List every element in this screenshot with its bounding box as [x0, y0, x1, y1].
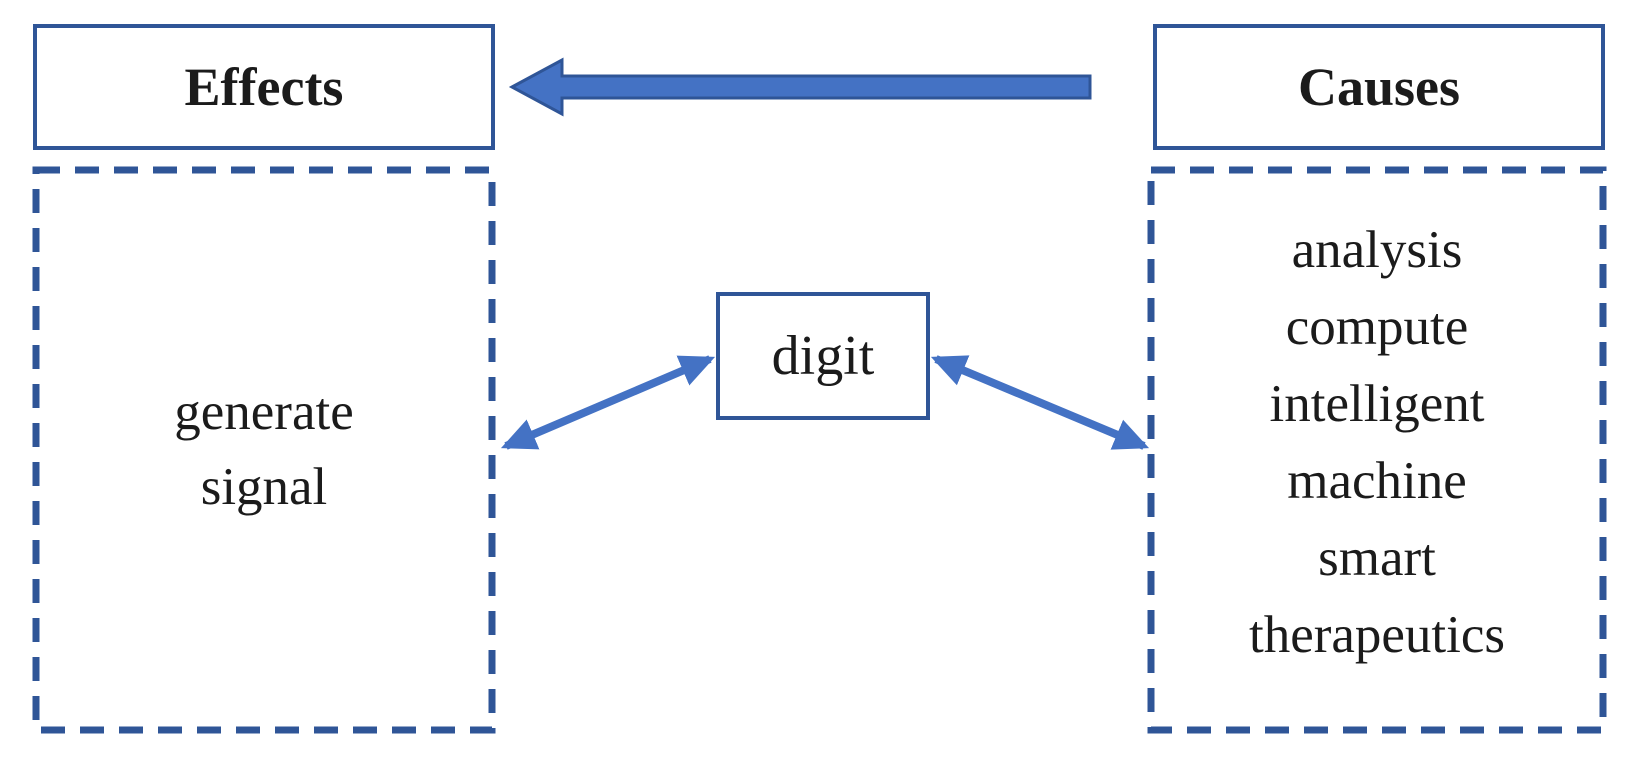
effects-keyword: signal: [200, 458, 328, 516]
effects-keywords-list: generate signal: [40, 174, 488, 726]
causes-header-label: Causes: [1297, 57, 1461, 117]
effects-header-box: Effects: [33, 24, 495, 150]
causes-keyword: therapeutics: [1248, 606, 1506, 664]
causes-to-effects-arrow: [508, 57, 1092, 117]
causes-keyword: intelligent: [1269, 375, 1485, 433]
effects-header-label: Effects: [184, 57, 344, 117]
causes-header-box: Causes: [1153, 24, 1605, 150]
digit-center-box: digit: [716, 292, 930, 420]
causes-keywords-list: analysis compute intelligent machine sma…: [1155, 174, 1599, 726]
causes-keyword: compute: [1285, 298, 1469, 356]
digit-label: digit: [771, 325, 875, 387]
effects-keyword: generate: [174, 383, 354, 441]
digit-causes-double-arrow: [930, 355, 1150, 450]
causes-keyword: analysis: [1291, 221, 1463, 279]
effects-digit-double-arrow: [500, 355, 716, 450]
causes-keyword: machine: [1287, 452, 1467, 510]
causes-keyword: smart: [1318, 529, 1436, 587]
